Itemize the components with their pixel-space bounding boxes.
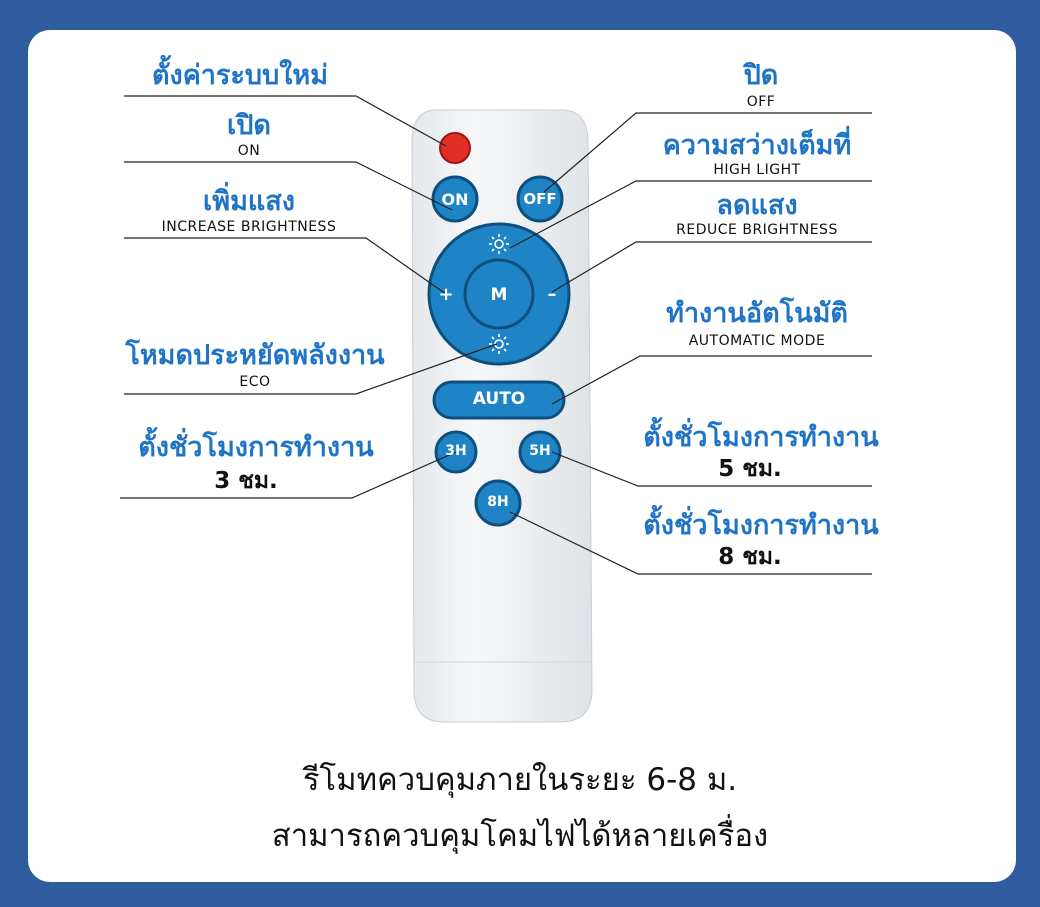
auto-label-th: ทำงานอัตโนมัติ [666, 298, 848, 329]
on-label-th: เปิด [227, 110, 271, 141]
callout-high [509, 180, 872, 249]
callout-auto [551, 355, 872, 405]
eco-label-th: โหมดประหยัดพลังงาน [125, 340, 385, 371]
timer-5h-button[interactable] [518, 430, 562, 474]
off-label-th: ปิด [743, 60, 779, 91]
callout-off [543, 112, 872, 193]
on-button[interactable] [431, 175, 479, 223]
timer8-label-hours: 8 ชม. [718, 544, 782, 570]
timer3-label-th: ตั้งชั่วโมงการทำงาน [138, 432, 374, 463]
auto-button-label: AUTO [472, 389, 526, 409]
timer3-label-hours: 3 ชม. [214, 468, 278, 494]
timer-3h-label: 3H [445, 443, 467, 459]
reduce-label-th: ลดแสง [716, 190, 798, 221]
mode-button-label: M [490, 285, 508, 305]
increase-label-th: เพิ่มแสง [203, 186, 295, 217]
eco-label-en: ECO [239, 374, 271, 390]
timer-8h-button[interactable] [474, 479, 522, 527]
caption-line-1: รีโมทควบคุมภายในระยะ 6-8 ม. [302, 762, 738, 798]
timer-5h-label: 5H [529, 443, 551, 459]
mode-button[interactable] [463, 258, 535, 330]
auto-button[interactable] [432, 380, 566, 420]
callout-increase [124, 237, 447, 295]
callout-timer8 [509, 511, 872, 575]
timer-8h-label: 8H [487, 494, 509, 510]
timer8-label-th: ตั้งชั่วโมงการทำงาน [643, 510, 879, 541]
callout-reduce [551, 241, 872, 293]
off-button-label: OFF [523, 190, 557, 208]
callout-eco [124, 343, 498, 395]
on-button-label: ON [441, 190, 469, 209]
auto-label-en: AUTOMATIC MODE [688, 333, 826, 349]
eco-icon [489, 334, 509, 354]
reset-label: ตั้งค่าระบบใหม่ [151, 60, 328, 91]
off-label-en: OFF [746, 94, 776, 110]
reduce-label-en: REDUCE BRIGHTNESS [676, 222, 838, 238]
timer5-label-th: ตั้งชั่วโมงการทำงาน [643, 422, 879, 453]
timer5-label-hours: 5 ชม. [718, 456, 782, 482]
callout-timer5 [551, 451, 872, 487]
reset-button[interactable] [439, 132, 471, 164]
high-light-label-th: ความสว่างเต็มที่ [662, 130, 852, 161]
high-light-label-en: HIGH LIGHT [713, 162, 801, 178]
off-button[interactable] [516, 175, 564, 223]
callout-reset [124, 95, 447, 147]
increase-label-en: INCREASE BRIGHTNESS [161, 219, 337, 235]
callout-on [124, 161, 453, 211]
minus-label: – [547, 284, 557, 305]
callout-timer3 [120, 451, 457, 499]
caption-line-2: สามารถควบคุมโคมไฟได้หลายเครื่อง [271, 818, 769, 854]
on-label-en: ON [237, 143, 261, 159]
high-light-icon [489, 234, 509, 254]
plus-label: + [438, 284, 454, 305]
